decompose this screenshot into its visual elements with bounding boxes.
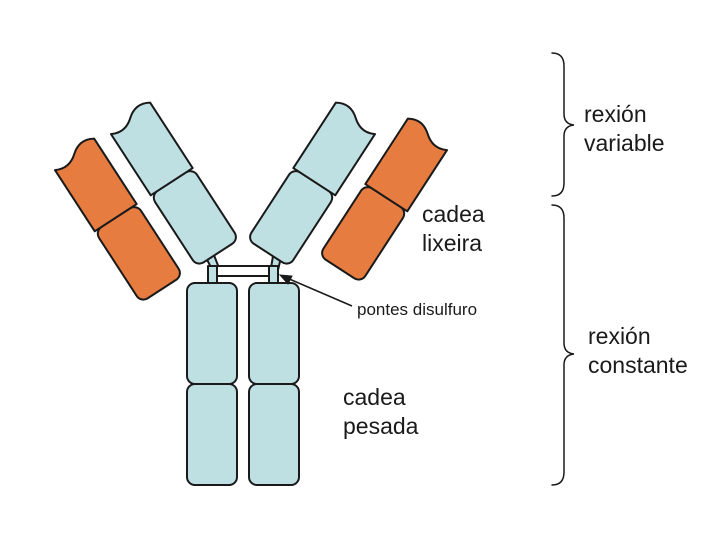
hinge-right-stub	[268, 265, 279, 284]
heavy-chain-right-lower-domain	[248, 383, 300, 486]
left-arm-heavy-variable-domain	[109, 101, 194, 197]
constant-region-brace	[551, 204, 575, 486]
variable-region-brace	[551, 52, 575, 197]
disulfide-pointer-line	[286, 277, 353, 307]
disulfide-bridges-label: pontes disulfuro	[357, 300, 478, 319]
heavy-chain-left-upper-domain	[186, 282, 238, 385]
variable-region-label: rexión variable	[584, 101, 665, 156]
hinge-left-stub	[207, 265, 218, 284]
disulfide-pointer-arrowhead	[278, 274, 293, 285]
right-arm-heavy-variable-domain	[292, 101, 377, 197]
heavy-chain-left-lower-domain	[186, 383, 238, 486]
right-arm-light-variable-domain	[364, 117, 449, 213]
left-arm-light-variable-domain	[53, 137, 138, 233]
heavy-chain-label: cadea pesada	[343, 384, 419, 439]
light-chain-label: cadea lixeira	[422, 201, 485, 256]
constant-region-label: rexión constante	[588, 323, 688, 378]
disulfide-bridge	[216, 265, 270, 277]
heavy-chain-right-upper-domain	[248, 282, 300, 385]
